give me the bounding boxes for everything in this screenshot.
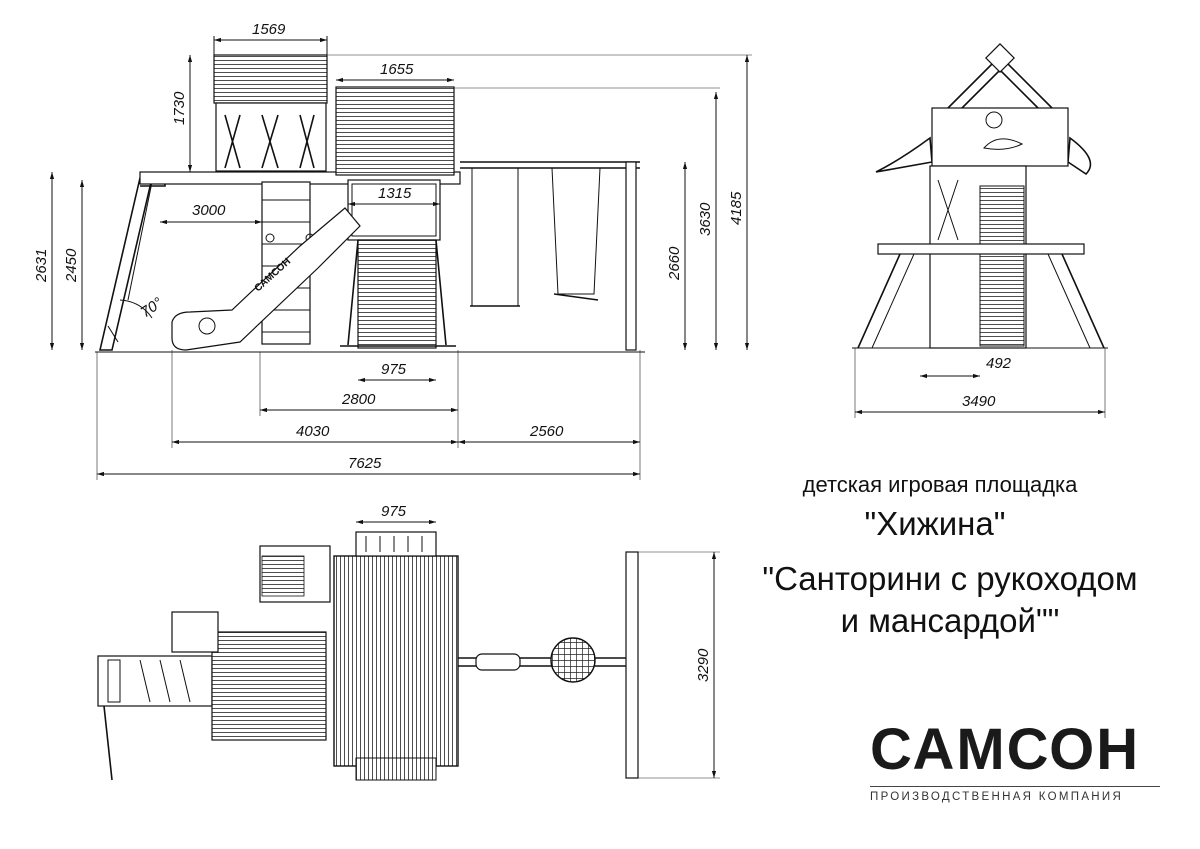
dim-1730: 1730 <box>171 91 188 125</box>
logo-wordmark: САМСОН <box>870 717 1141 782</box>
front-view: САМСОН 1569 1655 173 <box>33 21 752 480</box>
dim-1569: 1569 <box>252 21 286 38</box>
title-line-3: "Санторини с рукоходом и мансардой"" <box>715 558 1185 642</box>
dim-2631: 2631 <box>33 249 50 283</box>
title-line-3b: и мансардой"" <box>840 602 1060 639</box>
swing-frame <box>460 161 640 351</box>
stairs <box>340 239 456 349</box>
side-view: 492 3490 <box>852 43 1108 418</box>
dim-3000: 3000 <box>192 202 226 219</box>
dim-angle: 70° <box>138 294 166 321</box>
title-line-3a: "Санторини с рукоходом <box>762 560 1138 597</box>
dim-492: 492 <box>986 355 1012 372</box>
house <box>335 86 455 241</box>
title-line-1: детская игровая площадка <box>802 472 1078 497</box>
dim-1655: 1655 <box>380 61 414 78</box>
dim-3490: 3490 <box>962 393 996 410</box>
dim-975: 975 <box>381 361 407 378</box>
company-logo: САМСОН ПРОИЗВОДСТВЕННАЯ КОМПАНИЯ <box>870 720 1160 803</box>
dim-3290: 3290 <box>695 648 712 682</box>
dim-2450: 2450 <box>63 248 80 283</box>
climbing-ramp <box>98 177 166 351</box>
dim-top-975: 975 <box>381 503 407 520</box>
dim-4030: 4030 <box>296 423 330 440</box>
top-view: 975 3290 <box>97 503 720 781</box>
dim-2560: 2560 <box>529 423 564 440</box>
tower-mansard <box>213 54 328 172</box>
dim-7625: 7625 <box>348 455 382 472</box>
title-line-2: "Хижина" <box>864 505 1006 542</box>
logo-subtitle: ПРОИЗВОДСТВЕННАЯ КОМПАНИЯ <box>870 786 1160 803</box>
dim-2660: 2660 <box>666 246 683 281</box>
dim-4185: 4185 <box>728 191 745 225</box>
dim-2800: 2800 <box>341 391 376 408</box>
dim-1315: 1315 <box>378 185 412 202</box>
dim-3630: 3630 <box>697 202 714 236</box>
